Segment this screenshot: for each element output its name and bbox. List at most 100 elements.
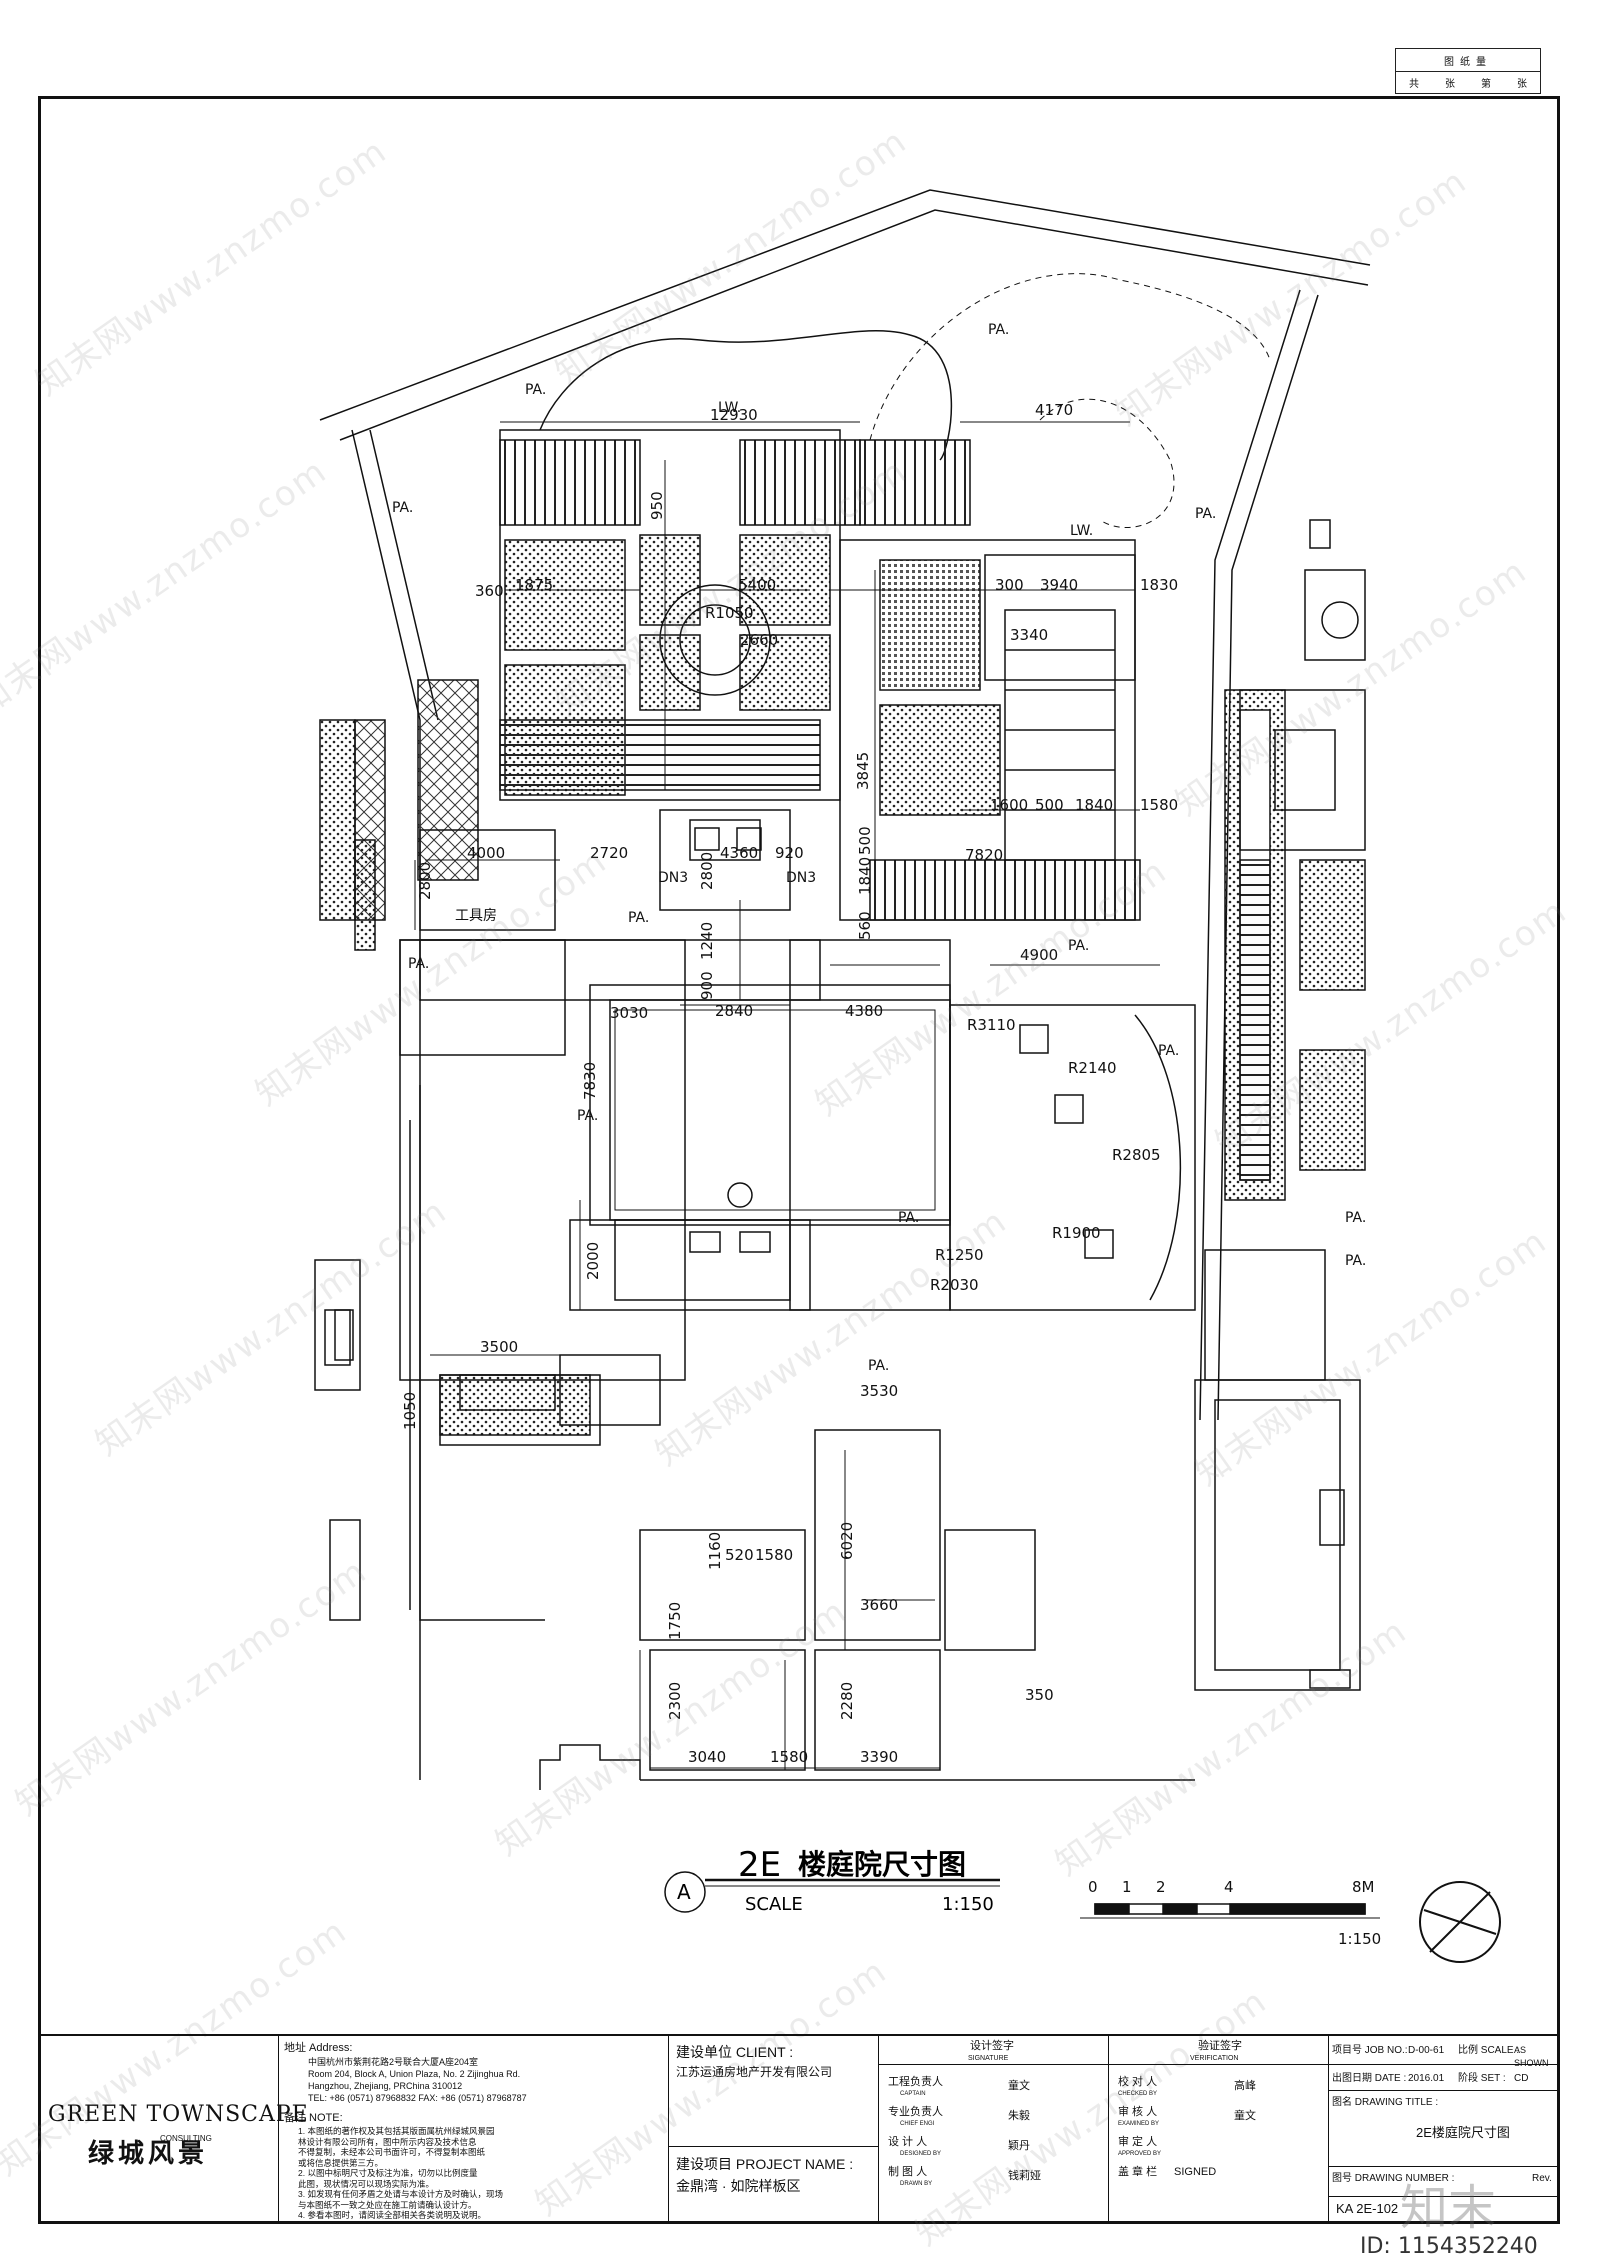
address-line: Room 204, Block A, Union Plaza, No. 2 Zi… <box>308 2069 521 2079</box>
scale-label: 比例 SCALE : <box>1458 2045 1520 2056</box>
drawing-code: 2E <box>738 1845 781 1885</box>
address-line: Hangzhou, Zhejiang, PRChina 310012 <box>308 2081 463 2091</box>
lw-label: LW. <box>718 400 741 416</box>
dim-label: 4170 <box>1035 401 1073 419</box>
dim-label: 500 <box>856 826 874 855</box>
pa-label: PA. <box>1195 506 1216 522</box>
dim-label: 3845 <box>854 752 872 790</box>
address-label: 地址 Address: <box>284 2042 353 2054</box>
notes-label: 备注 NOTE: <box>284 2112 343 2124</box>
dim-label: 1580 <box>755 1546 793 1564</box>
scale-ticks: 0 1 2 4 8M 1:150 <box>1088 1878 1381 1948</box>
pa-label: PA. <box>408 956 429 972</box>
project-label: 建设项目 PROJECT NAME : <box>676 2156 854 2172</box>
scale-value: AS SHOWN <box>1514 2045 1549 2068</box>
drawing-title-value: 2E楼庭院尺寸图 <box>1416 2125 1510 2140</box>
sign-role: 制 图 人 <box>888 2166 928 2178</box>
sheet-count-header: 图纸量 <box>1396 49 1540 72</box>
drawing-scale-value: 1:150 <box>942 1894 994 1915</box>
drawing-title-label: 图名 DRAWING TITLE : <box>1332 2097 1439 2108</box>
sign-role-en: DESIGNED BY <box>900 2151 942 2157</box>
drawing-scale-label: SCALE <box>745 1894 803 1915</box>
watermark-id: ID: 1154352240 <box>1360 2234 1538 2259</box>
pa-label: PA. <box>577 1108 598 1124</box>
drawing-title: A 2E 楼庭院尺寸图 SCALE 1:150 <box>677 1845 994 1915</box>
dim-label: 3530 <box>860 1382 898 1400</box>
sign-role-en: CAPTAIN <box>900 2091 926 2097</box>
set-label: 阶段 SET : <box>1458 2073 1506 2084</box>
dim-label: 3390 <box>860 1748 898 1766</box>
dim-label: 950 <box>648 491 666 520</box>
dim-label: 4000 <box>467 844 505 862</box>
dim-label: 1830 <box>1140 576 1178 594</box>
dim-label: 7820 <box>965 846 1003 864</box>
dim-label: 3040 <box>688 1748 726 1766</box>
dim-label: 360 <box>475 582 504 600</box>
dim-label: 12930 <box>710 406 758 424</box>
date-label: 出图日期 DATE : <box>1332 2073 1407 2084</box>
date-value: 2016.01 <box>1408 2073 1445 2084</box>
dimension-labels: 12930 4170 360 1875 5400 300 3940 1830 R… <box>467 401 1178 1766</box>
scale-ratio: 1:150 <box>1338 1930 1381 1948</box>
dim-label: 4380 <box>845 1002 883 1020</box>
verify-name: 高峰 <box>1234 2080 1256 2092</box>
address-line: 中国杭州市紫荆花路2号联合大厦A座204室 <box>308 2057 479 2067</box>
notes-lines: 1. 本图纸的著作权及其包括其版面属杭州绿城风景园 林设计有限公司所有，图中所示… <box>298 2126 503 2221</box>
title-block: GREEN TOWNSCAPE CONSULTING 绿城风景 地址 Addre… <box>40 2034 1558 2224</box>
north-arrow-icon <box>1419 1881 1501 1963</box>
dim-label: 3030 <box>610 1004 648 1022</box>
signature-header: 设计签字 <box>970 2040 1014 2052</box>
pa-label: PA. <box>868 1358 889 1374</box>
verification-header-en: VERIFICATION <box>1190 2055 1239 2062</box>
lw-label: LW. <box>1070 523 1093 539</box>
sign-role: 工程负责人 <box>888 2076 943 2088</box>
tool-room-label: 工具房 <box>455 908 497 924</box>
address-lines: 中国杭州市紫荆花路2号联合大厦A座204室 Room 204, Block A,… <box>308 2056 527 2104</box>
sheet-nth-label: 第 <box>1481 79 1491 90</box>
verify-name: 童文 <box>1234 2110 1256 2122</box>
dim-label: 3500 <box>480 1338 518 1356</box>
dim-label: 1240 <box>698 922 716 960</box>
drawing-number-label: 图号 DRAWING NUMBER : <box>1332 2173 1455 2184</box>
dim-label: 2720 <box>590 844 628 862</box>
sign-role-en: CHIEF ENGI <box>900 2121 935 2127</box>
client-label: 建设单位 CLIENT : <box>676 2044 794 2060</box>
sign-name: 钱莉娅 <box>1008 2170 1041 2182</box>
dim-label: 3340 <box>1010 626 1048 644</box>
dim-label: 4360 <box>720 844 758 862</box>
dim-label: 5400 <box>738 576 776 594</box>
dim-label: R2030 <box>930 1276 979 1294</box>
sheet-unit-label-2: 张 <box>1517 79 1527 90</box>
sign-role: 专业负责人 <box>888 2106 943 2118</box>
dim-label: 3660 <box>860 1596 898 1614</box>
scale-tick: 4 <box>1224 1878 1234 1896</box>
pa-label: PA. <box>988 322 1009 338</box>
dim-label: 920 <box>775 844 804 862</box>
company-logo-sub: CONSULTING <box>160 2134 212 2143</box>
company-logo-en: GREEN TOWNSCAPE <box>48 2102 309 2127</box>
dim-label: R2805 <box>1112 1146 1161 1164</box>
note-line: 此图，现状情况可以现场实际为准。 <box>298 2178 435 2189</box>
scale-tick: 1 <box>1122 1878 1132 1896</box>
dim-label: 1750 <box>666 1602 684 1640</box>
dim-label: 900 <box>698 971 716 1000</box>
note-line: 林设计有限公司所有，图中所示内容及技术信息 <box>298 2136 477 2147</box>
dim-label: 3940 <box>1040 576 1078 594</box>
pa-label: PA. <box>525 382 546 398</box>
sign-role: 设 计 人 <box>888 2136 928 2148</box>
note-line: 3. 如发现有任何矛盾之处请与本设计方及时确认，现场 <box>298 2189 503 2199</box>
dim-label: 1580 <box>1140 796 1178 814</box>
dim-label: R1900 <box>1052 1224 1101 1242</box>
dim-label: 2000 <box>584 1242 602 1280</box>
dim-label: R1050 <box>705 604 754 622</box>
dimension-labels-vertical: 950 3845 2800 2800 1840 500 560 1240 900… <box>401 491 874 1720</box>
note-line: 或将信息提供第三方。 <box>298 2157 384 2168</box>
area-labels: PA. PA. PA. LW. LW. PA. PA. PA. PA. PA. … <box>392 322 1366 1374</box>
sign-role-en: DRAWN BY <box>900 2181 933 2187</box>
revision-label: Rev. <box>1532 2173 1552 2184</box>
scale-bar <box>1080 1903 1380 1919</box>
dim-label: 300 <box>995 576 1024 594</box>
note-line: 与本图纸不一致之处应在施工前请确认设计方。 <box>298 2199 477 2210</box>
drawing-name: 楼庭院尺寸图 <box>798 1848 966 1881</box>
